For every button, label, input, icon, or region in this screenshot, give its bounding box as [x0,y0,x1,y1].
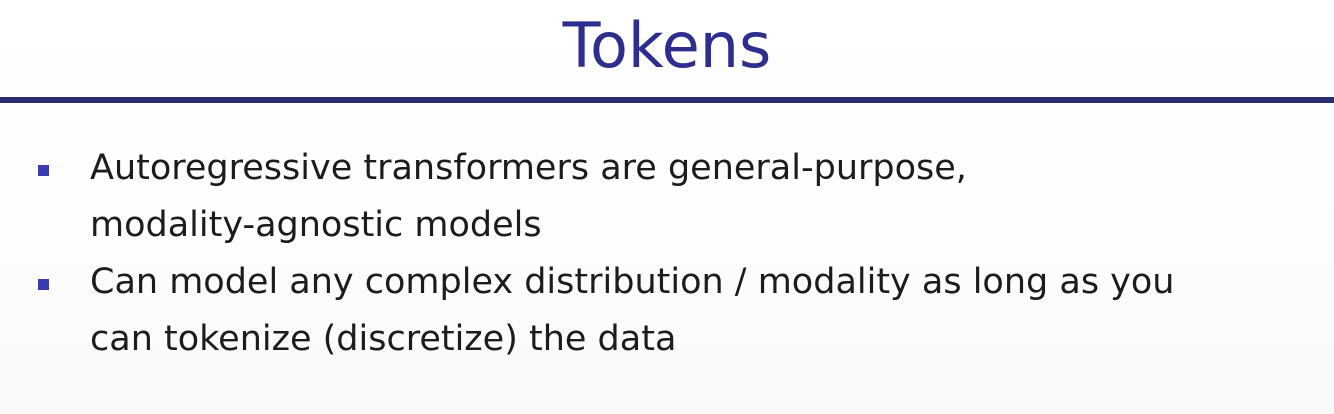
square-bullet-icon [38,279,49,290]
bullet-text-line: Autoregressive transformers are general-… [90,148,967,188]
square-bullet-icon [38,165,49,176]
bullet-text-line: Can model any complex distribution / mod… [90,262,1175,302]
bullet-item-2: Can model any complex distribution / mod… [0,254,1334,368]
bullet-list: Autoregressive transformers are general-… [0,140,1334,368]
bullet-item-1: Autoregressive transformers are general-… [0,140,1334,254]
bullet-text-line: modality-agnostic models [90,205,542,245]
title-divider [0,97,1334,103]
slide-title: Tokens [562,9,772,82]
bullet-text-line: can tokenize (discretize) the data [90,319,677,359]
